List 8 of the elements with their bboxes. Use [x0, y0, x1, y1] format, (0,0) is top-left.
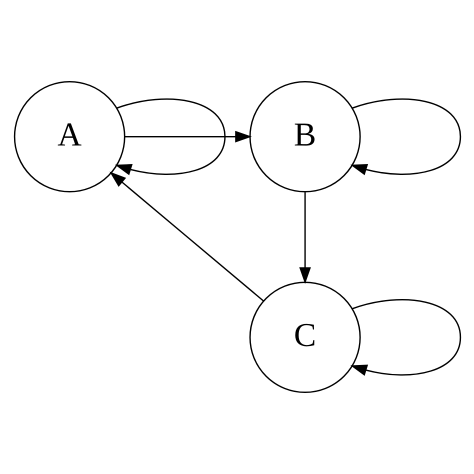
arrow: [114, 98, 226, 176]
arrow: [350, 98, 461, 176]
arrow: [109, 172, 264, 302]
node-circle: C: [248, 282, 360, 394]
arrow: [124, 130, 252, 143]
node-circle: B: [248, 80, 360, 192]
arrow: [298, 192, 310, 284]
arrow: [350, 299, 461, 376]
